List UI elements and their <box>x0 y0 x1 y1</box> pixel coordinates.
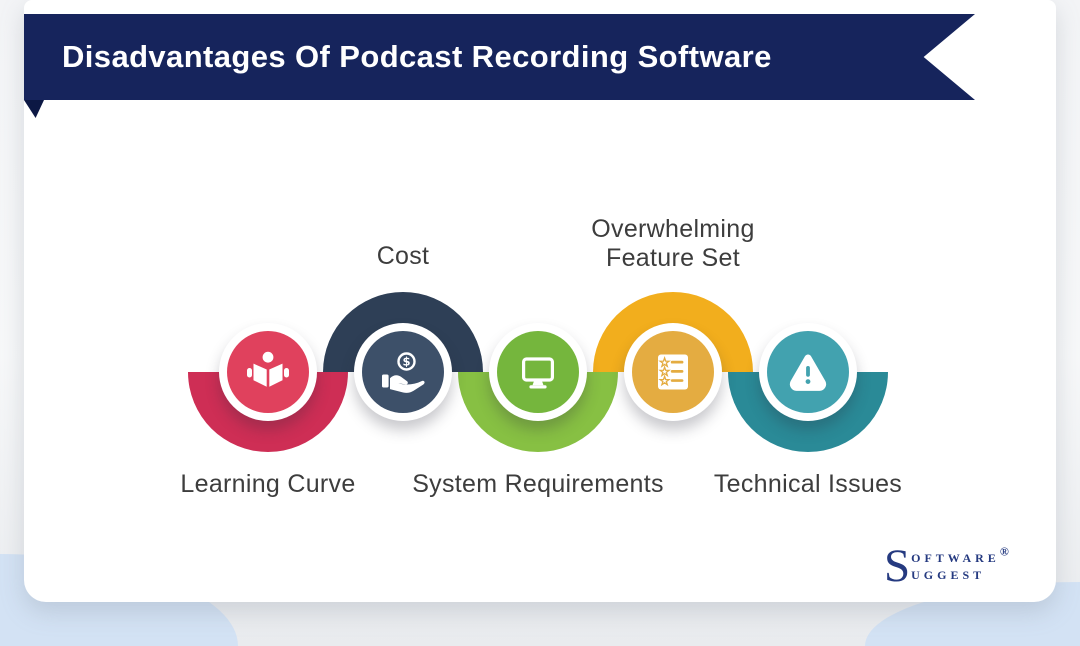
step-circle-learning-curve <box>219 323 317 421</box>
step-circle-overwhelming-feature-set <box>624 323 722 421</box>
step-label-text: Overwhelming <box>591 215 755 243</box>
exclamation-mark <box>805 366 811 384</box>
step-circle-system-requirements <box>489 323 587 421</box>
step-label-technical-issues: Technical Issues <box>714 470 902 499</box>
step-label-overwhelming-feature-set: Overwhelming Feature Set <box>591 215 754 273</box>
step-circle-inner <box>227 331 309 413</box>
step-circle-inner <box>767 331 849 413</box>
warning-triangle-icon <box>789 354 827 391</box>
monitor-icon <box>522 357 554 389</box>
checklist-icon <box>658 354 688 390</box>
content-card <box>24 0 1056 602</box>
logo-word-software: oftware® <box>911 544 1009 566</box>
step-label-text: Technical Issues <box>713 470 903 498</box>
step-label-learning-curve: Learning Curve <box>180 470 355 499</box>
page-title: Disadvantages Of Podcast Recording Softw… <box>62 39 772 74</box>
step-label-text: Learning Curve <box>180 470 356 498</box>
step-circle-inner: $ <box>362 331 444 413</box>
reading-person-icon <box>247 351 289 387</box>
step-circle-technical-issues <box>759 323 857 421</box>
step-circle-inner <box>632 331 714 413</box>
logo-word-suggest: uggest <box>911 564 986 583</box>
dollar-symbol: $ <box>402 355 410 369</box>
hand-coin-icon: $ <box>382 352 425 393</box>
step-label-text: System Requirements <box>412 470 664 498</box>
checklist-lines <box>670 360 684 382</box>
step-label-system-requirements: System Requirements <box>412 470 664 499</box>
softwaresuggest-logo: S oftware® uggest <box>884 540 1009 592</box>
registered-mark: ® <box>999 544 1009 559</box>
title-ribbon: Disadvantages Of Podcast Recording Softw… <box>24 14 975 100</box>
step-circle-inner <box>497 331 579 413</box>
step-circle-cost: $ <box>354 323 452 421</box>
logo-initial: S <box>884 540 911 592</box>
step-label-cost: Cost <box>377 242 430 271</box>
step-label-text: Cost <box>376 242 430 270</box>
step-label-text: Feature Set <box>606 244 740 272</box>
